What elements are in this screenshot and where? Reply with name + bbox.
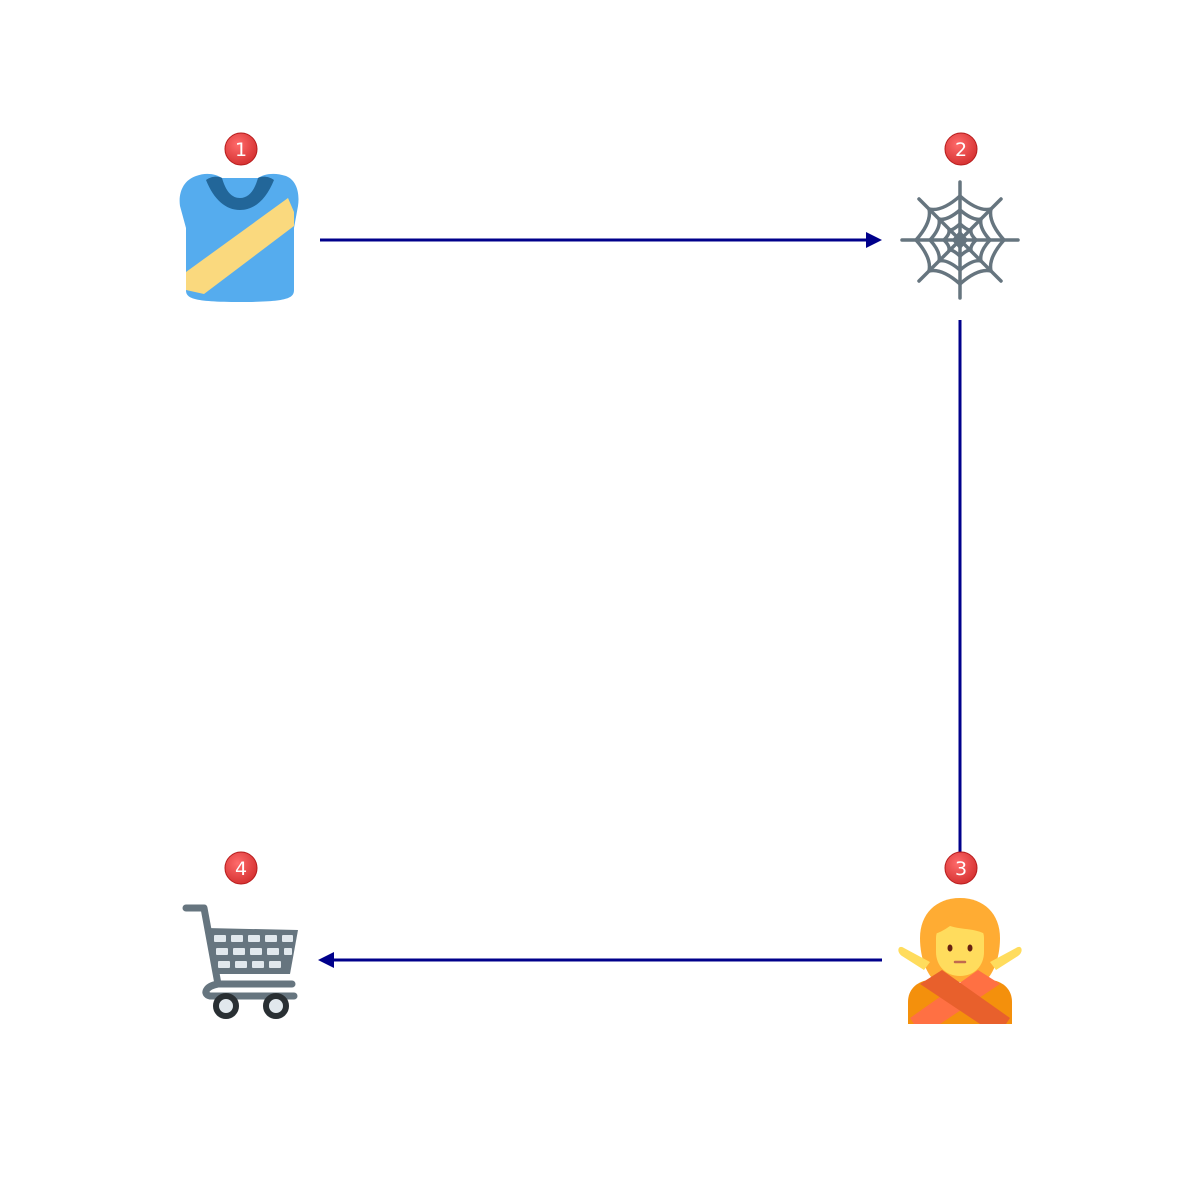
- badge-label: 4: [235, 858, 247, 880]
- badge-1: 1: [224, 132, 258, 166]
- person-gesturing-no-icon: [898, 898, 1022, 1024]
- edge-1-2: [320, 232, 882, 248]
- badge-label: 2: [955, 139, 967, 161]
- arrowhead: [318, 952, 334, 968]
- node-3: 3: [898, 851, 1022, 1024]
- badge-label: 3: [955, 858, 967, 880]
- edge-3-4: [318, 952, 882, 968]
- spider-web-icon: [900, 180, 1020, 300]
- shopping-cart-icon: [182, 904, 298, 1019]
- node-4: 4: [182, 851, 298, 1019]
- arrowhead: [866, 232, 882, 248]
- node-2: 2: [900, 132, 1020, 300]
- running-shirt-icon: [179, 173, 299, 302]
- badge-3: 3: [944, 851, 978, 885]
- badge-label: 1: [235, 139, 247, 161]
- node-1: 1: [179, 132, 299, 302]
- badge-2: 2: [944, 132, 978, 166]
- badge-4: 4: [224, 851, 258, 885]
